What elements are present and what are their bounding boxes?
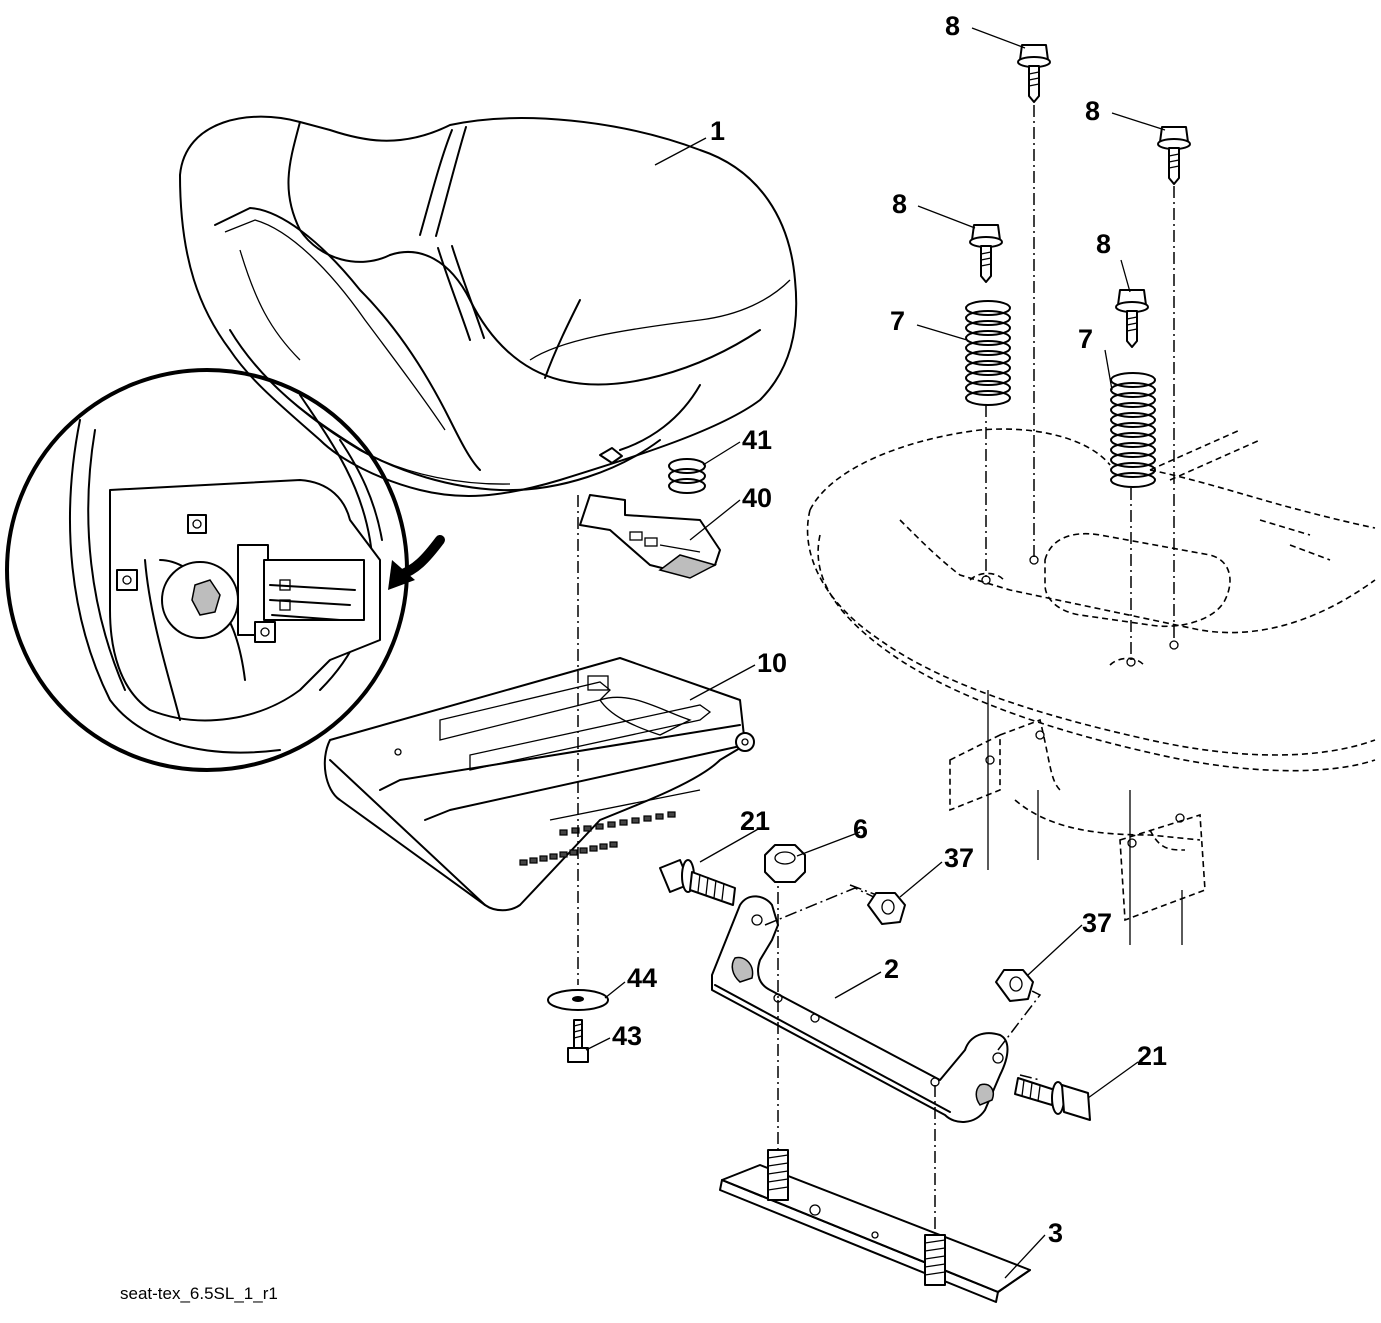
washer-44 — [547, 989, 609, 1011]
axis-line — [764, 887, 881, 926]
callout-3: 3 — [1048, 1218, 1063, 1248]
callouts: 1 8 8 8 8 7 7 41 40 10 21 6 37 37 2 44 4… — [612, 11, 1167, 1248]
callout-44: 44 — [627, 963, 657, 993]
callout-8: 8 — [892, 189, 907, 219]
bolt-21-left — [659, 859, 736, 906]
callout-8: 8 — [1096, 229, 1111, 259]
callout-6: 6 — [853, 814, 868, 844]
callout-2: 2 — [884, 954, 899, 984]
seat-part — [179, 115, 798, 497]
callout-10: 10 — [757, 648, 787, 678]
bolt-21-right — [1014, 1077, 1091, 1121]
nut-37-upper — [867, 892, 906, 925]
callout-37: 37 — [1082, 908, 1112, 938]
callout-8: 8 — [1085, 96, 1100, 126]
stud-right — [924, 1234, 946, 1286]
bolt-8-3 — [969, 224, 1003, 283]
bolt-8-4 — [1115, 289, 1149, 348]
callout-37: 37 — [944, 843, 974, 873]
callout-21: 21 — [1137, 1041, 1167, 1071]
nut-37-lower — [995, 969, 1034, 1002]
bracket-2 — [711, 895, 1009, 1123]
callout-8: 8 — [945, 11, 960, 41]
seat-pan-10 — [323, 657, 755, 912]
callout-41: 41 — [742, 425, 772, 455]
callout-7: 7 — [890, 306, 905, 336]
plate-3 — [719, 1149, 1031, 1303]
bolt-43 — [567, 1019, 589, 1063]
callout-40: 40 — [742, 483, 772, 513]
callout-21: 21 — [740, 806, 770, 836]
bolt-8-1 — [1017, 44, 1051, 103]
callout-1: 1 — [710, 116, 725, 146]
bracket-40 — [579, 494, 721, 579]
leader-lines — [585, 27, 1166, 1279]
diagram-caption: seat-tex_6.5SL_1_r1 — [120, 1284, 278, 1303]
slot-row — [519, 811, 676, 866]
stud-left — [767, 1149, 789, 1201]
callout-43: 43 — [612, 1021, 642, 1051]
callout-7: 7 — [1078, 324, 1093, 354]
spring-41 — [668, 458, 706, 494]
mower-frame-outline — [806, 428, 1376, 945]
bolt-8-2 — [1157, 126, 1191, 185]
nut-6 — [764, 844, 806, 883]
spring-7-2 — [1110, 372, 1156, 488]
spring-7-1 — [965, 300, 1011, 406]
detail-inset — [5, 368, 445, 772]
